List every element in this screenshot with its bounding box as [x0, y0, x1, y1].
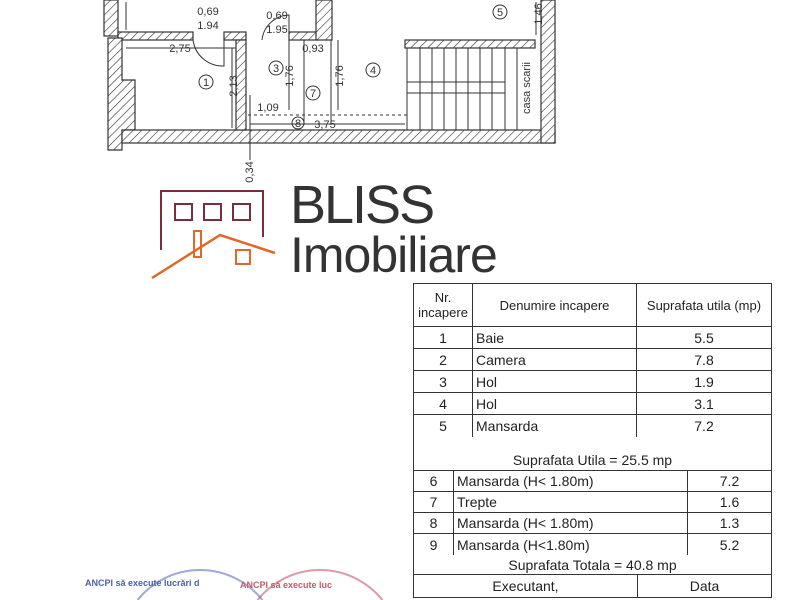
- table-row: 6 Mansarda (H< 1.80m)7.2: [414, 471, 771, 492]
- room-area-table: Nr. incapere Denumire incapere Suprafata…: [413, 283, 772, 598]
- useful-total: Suprafata Utila = 25.5 mp: [414, 437, 771, 471]
- dim-label: 1.94: [197, 20, 218, 32]
- dim-label: 2,13: [228, 75, 240, 96]
- header-nr: Nr. incapere: [418, 290, 468, 320]
- dim-label: 0,69: [266, 10, 287, 22]
- dim-label: 1,46: [533, 3, 545, 24]
- cell-nr: 6: [429, 473, 438, 489]
- cell-area: 1.3: [687, 513, 771, 533]
- cell-nr: 7: [429, 494, 438, 510]
- dim-label: 1.95: [266, 24, 287, 36]
- cell-area: 5.5: [636, 327, 771, 348]
- logo-text-bliss: BLISS: [290, 175, 435, 235]
- stairs: [125, 2, 537, 160]
- cell-area: 1.6: [687, 492, 771, 512]
- cell-name: Trepte: [453, 492, 687, 512]
- header-area: Suprafata utila (mp): [636, 284, 771, 326]
- cell-nr: 2: [439, 351, 447, 368]
- dim-label: 0,69: [197, 6, 218, 18]
- header-name: Denumire incapere: [472, 284, 636, 326]
- room-marker-5: 5: [497, 7, 503, 19]
- logo-house-icon: [151, 190, 276, 280]
- stamp-red-arc: [256, 569, 384, 600]
- stamp-text-red: ANCPI să execute luc: [240, 580, 333, 590]
- room-markers: [198, 4, 508, 130]
- stamp-text-blue: ANCPI să execute lucrări d: [85, 578, 200, 588]
- cell-name: Mansarda (H< 1.80m): [453, 513, 687, 533]
- dim-label: 2,75: [169, 43, 190, 55]
- cell-name: Mansarda (H<1.80m): [453, 534, 687, 555]
- room-marker-3: 3: [273, 63, 279, 75]
- stamps: [136, 569, 384, 600]
- dim-label: 0,93: [302, 43, 323, 55]
- room-marker-8: 8: [295, 118, 301, 130]
- table-row: 9 Mansarda (H<1.80m)5.2: [414, 534, 771, 555]
- cell-name: Mansarda: [472, 415, 636, 437]
- cell-nr: 8: [429, 515, 438, 531]
- cell-nr: 5: [439, 418, 447, 434]
- cell-name: Camera: [472, 349, 636, 370]
- table-row: 8 Mansarda (H< 1.80m)1.3: [414, 513, 771, 534]
- grand-total: Suprafata Totala = 40.8 mp: [414, 555, 771, 575]
- room-marker-7: 7: [310, 88, 316, 100]
- cell-name: Baie: [472, 327, 636, 348]
- dim-label: 1,09: [257, 102, 278, 114]
- executant-label: Executant,: [492, 578, 559, 594]
- cell-area: 3.1: [636, 393, 771, 414]
- dim-label: 1,76: [284, 65, 296, 86]
- dim-label: 0,34: [244, 161, 256, 182]
- cell-nr: 9: [429, 536, 438, 553]
- cell-nr: 4: [439, 395, 447, 412]
- cell-nr: 1: [439, 329, 447, 346]
- table-header-row: Nr. incapere Denumire incapere Suprafata…: [414, 284, 771, 327]
- cell-name: Hol: [472, 371, 636, 392]
- room-marker-4: 4: [370, 65, 376, 77]
- stamp-blue-arc: [136, 569, 264, 600]
- cell-area: 1.9: [636, 371, 771, 392]
- cell-area: 7.8: [636, 349, 771, 370]
- cell-nr: 3: [439, 373, 447, 390]
- dim-label: 3,75: [314, 119, 335, 131]
- stair-label: casa scarii: [521, 62, 533, 114]
- signature-row: Executant, Data: [414, 575, 771, 597]
- cell-name: Mansarda (H< 1.80m): [453, 471, 687, 491]
- walls: [103, 0, 556, 151]
- date-label: Data: [637, 575, 771, 597]
- room-marker-1: 1: [203, 77, 209, 89]
- cell-area: 5.2: [687, 534, 771, 555]
- dim-label: 1,76: [334, 65, 346, 86]
- cell-name: Hol: [472, 393, 636, 414]
- cell-area: 7.2: [687, 471, 771, 491]
- cell-area: 7.2: [636, 415, 771, 437]
- logo-text-imobiliare: Imobiliare: [290, 227, 498, 283]
